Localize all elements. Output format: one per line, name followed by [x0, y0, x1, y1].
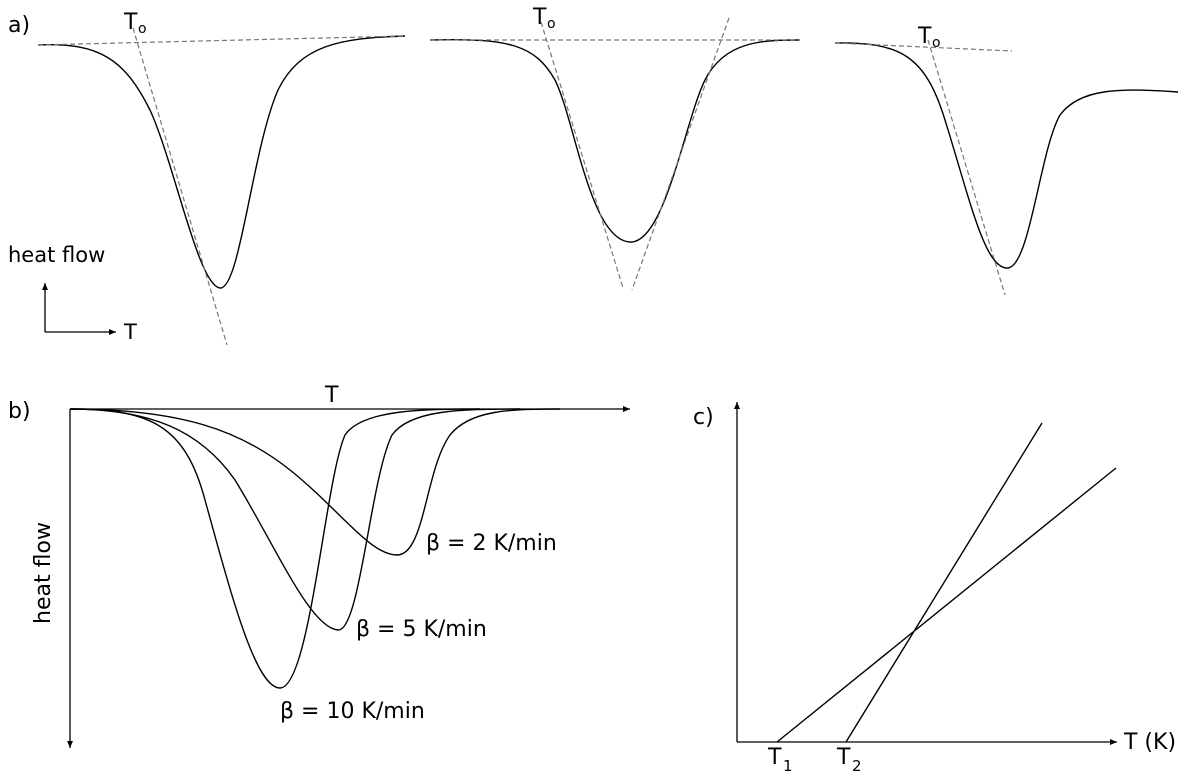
- axis-y-label: heat flow: [8, 243, 105, 267]
- rate-label-10: β = 10 K/min: [280, 699, 425, 724]
- baseline-line: [834, 42, 1013, 52]
- svg-text:T: T: [532, 5, 547, 30]
- panel-b: b) T heat flow β = 2 K/min β = 5 K/min β…: [8, 383, 630, 748]
- panel-b-label: b): [8, 399, 31, 424]
- tangent-line: [132, 27, 228, 346]
- t1-label: T 1: [767, 745, 793, 775]
- curve-rate-5: [69, 408, 521, 631]
- dsc-peak-curve: [429, 39, 801, 243]
- svg-text:o: o: [932, 35, 941, 51]
- svg-text:o: o: [138, 21, 147, 37]
- onset-temperature-label: T o: [532, 5, 556, 32]
- axis-x-label: T: [123, 320, 137, 344]
- rate-label-2: β = 2 K/min: [426, 531, 557, 556]
- rate-label-5: β = 5 K/min: [356, 617, 487, 642]
- dsc-peak-curve: [834, 42, 1179, 269]
- onset-temperature-label: T o: [123, 10, 147, 37]
- axis-x-label: T: [324, 383, 339, 408]
- svg-text:1: 1: [783, 757, 793, 775]
- line-shallow: [776, 467, 1117, 743]
- curve-rate-2: [69, 408, 561, 556]
- svg-text:o: o: [547, 16, 556, 32]
- onset-temperature-label: T o: [917, 24, 941, 51]
- tangent-line-left: [540, 21, 624, 289]
- panel-a-curve-2: T o: [429, 5, 801, 291]
- svg-text:T: T: [123, 10, 138, 35]
- dsc-peak-curve: [37, 35, 406, 289]
- svg-text:T: T: [836, 745, 851, 770]
- panel-a-curve-3: T o: [834, 24, 1179, 296]
- svg-text:T: T: [917, 24, 932, 49]
- line-steep: [845, 422, 1043, 743]
- panel-c: c) T (K) T 1 T 2: [693, 402, 1176, 775]
- axis-y-label: heat flow: [31, 522, 56, 624]
- panel-a-curve-1: T o: [37, 10, 406, 346]
- svg-text:T: T: [767, 745, 782, 770]
- panel-a-label: a): [8, 13, 30, 38]
- svg-text:2: 2: [852, 757, 862, 775]
- tangent-line: [927, 39, 1006, 296]
- axis-x-label: T (K): [1123, 730, 1176, 755]
- panel-a: a) T o T o T: [8, 5, 1179, 346]
- curve-rate-10: [69, 408, 481, 689]
- baseline-line: [37, 35, 406, 46]
- t2-label: T 2: [836, 745, 862, 775]
- tangent-line-right: [631, 17, 730, 291]
- panel-a-axes-key: heat flow T: [8, 243, 137, 344]
- panel-c-label: c): [693, 405, 714, 430]
